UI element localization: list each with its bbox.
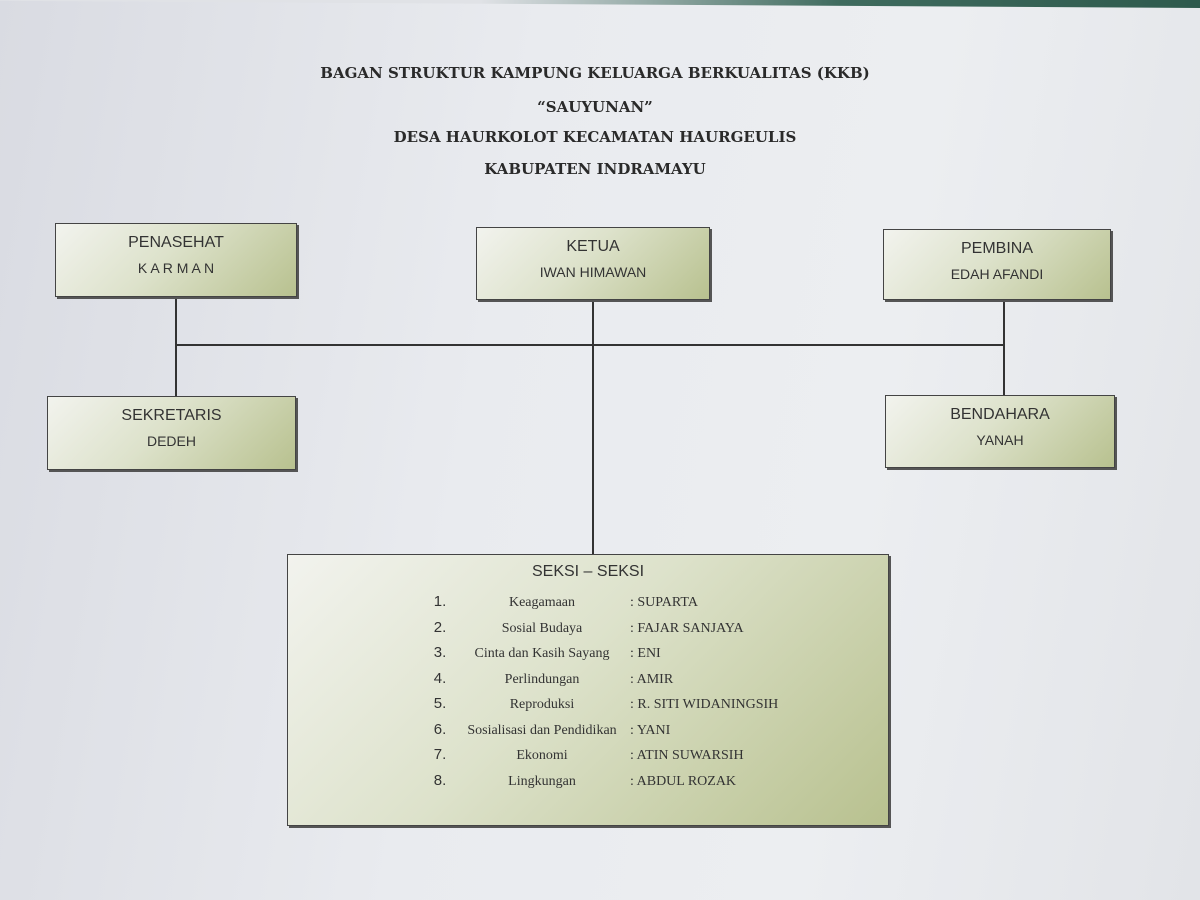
role-label: PENASEHAT [128,234,224,251]
section-person: : YANI [630,722,671,738]
role-label: BENDAHARA [950,406,1050,423]
seksi-title: SEKSI – SEKSI [531,563,645,580]
connector-line [176,344,1004,346]
section-person: : ATIN SUWARSIH [630,748,744,763]
seksi-list-item: 6. Sosialisasi dan Pendidikan : YANI [426,720,671,739]
person-name: YANAH [976,432,1024,448]
seksi-list-item: 1. Keagamaan : SUPARTA [426,593,698,611]
section-person: : ABDUL ROZAK [630,773,737,789]
role-label: PEMBINA [960,240,1033,257]
section-name: Sosial Budaya [501,620,583,636]
person-name: IWAN HIMAWAN [539,264,647,280]
section-name: Sosialisasi dan Pendidikan [467,722,617,738]
bendahara-box: BENDAHARA YANAH [885,395,1115,468]
section-number: 8. [433,771,447,789]
section-number: 1. [433,593,447,610]
pembina-box: PEMBINA EDAH AFANDI [883,229,1111,300]
sekretaris-box: SEKRETARIS DEDEH [47,396,296,470]
seksi-list-item: 3. Cinta dan Kasih Sayang : ENI [426,644,661,662]
ketua-box: KETUA IWAN HIMAWAN [476,227,710,300]
penasehat-box: PENASEHAT K A R M A N [55,223,297,297]
seksi-list-item: 7. Ekonomi : ATIN SUWARSIH [426,746,744,764]
table-edge [0,0,1200,8]
section-name: Cinta dan Kasih Sayang [474,646,610,661]
seksi-box: SEKSI – SEKSI 1. Keagamaan : SUPARTA 2. Sosi… [287,554,889,826]
chart-subtitle: “SAUYUNAN” [537,98,653,116]
role-label: SEKRETARIS [121,407,222,424]
section-person: : SUPARTA [630,595,698,610]
section-number: 5. [433,695,447,712]
section-name: Reproduksi [509,697,575,712]
section-person: : ENI [630,646,661,661]
seksi-list-item: 4. Perlindungan : AMIR [426,670,673,688]
section-number: 2. [433,618,447,636]
connector-line [1003,300,1005,395]
section-name: Perlindungan [504,671,580,687]
chart-regency: KABUPATEN INDRAMAYU [484,160,706,178]
connector-line [175,297,177,396]
seksi-list-item: 8. Lingkungan : ABDUL ROZAK [426,772,736,790]
section-person: : AMIR [630,671,674,687]
seksi-list-item: 5. Reproduksi : R. SITI WIDANINGSIH [426,695,779,713]
role-label: KETUA [566,238,620,255]
connector-line [592,300,594,554]
chart-location: DESA HAURKOLOT KECAMATAN HAURGEULIS [393,128,797,146]
seksi-list-item: 2. Sosial Budaya : FAJAR SANJAYA [426,619,744,637]
section-name: Keagamaan [508,595,576,610]
chart-title: BAGAN STRUKTUR KAMPUNG KELUARGA BERKUALI… [320,64,870,82]
section-name: Lingkungan [508,773,576,789]
section-number: 7. [433,746,447,763]
section-person: : FAJAR SANJAYA [630,620,744,636]
section-number: 3. [433,644,447,661]
person-name: K A R M A N [137,260,215,276]
person-name: DEDEH [146,433,196,449]
person-name: EDAH AFANDI [950,266,1044,282]
section-name: Ekonomi [516,748,568,763]
section-person: : R. SITI WIDANINGSIH [630,697,779,712]
section-number: 6. [433,720,447,738]
section-number: 4. [433,669,447,687]
